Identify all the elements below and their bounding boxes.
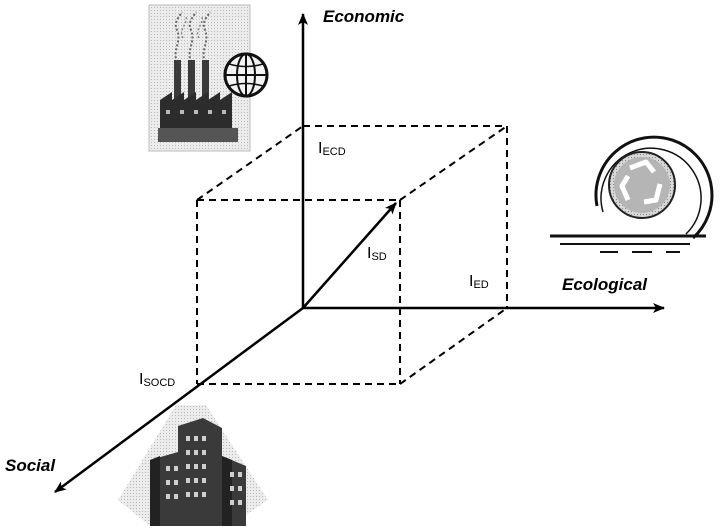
cube-edge (399, 125, 508, 201)
index-sd-label: ISD (367, 245, 387, 263)
index-ed-label: IED (469, 273, 489, 291)
social-axis-label: Social (5, 456, 56, 475)
dashed-cube (196, 125, 508, 385)
factory-globe-icon (148, 4, 269, 152)
axes (54, 13, 665, 494)
ecological-axis-label: Ecological (562, 275, 648, 294)
index-ecd-label: IECD (318, 140, 346, 158)
city-buildings-icon (118, 405, 268, 526)
cube-edge (196, 125, 304, 201)
cube-edge (399, 307, 508, 385)
recycle-icon (550, 135, 714, 253)
social-axis (54, 306, 304, 494)
economic-axis-label: Economic (323, 7, 405, 26)
sd-vector (302, 202, 397, 309)
index-socd-label: ISOCD (139, 371, 175, 389)
